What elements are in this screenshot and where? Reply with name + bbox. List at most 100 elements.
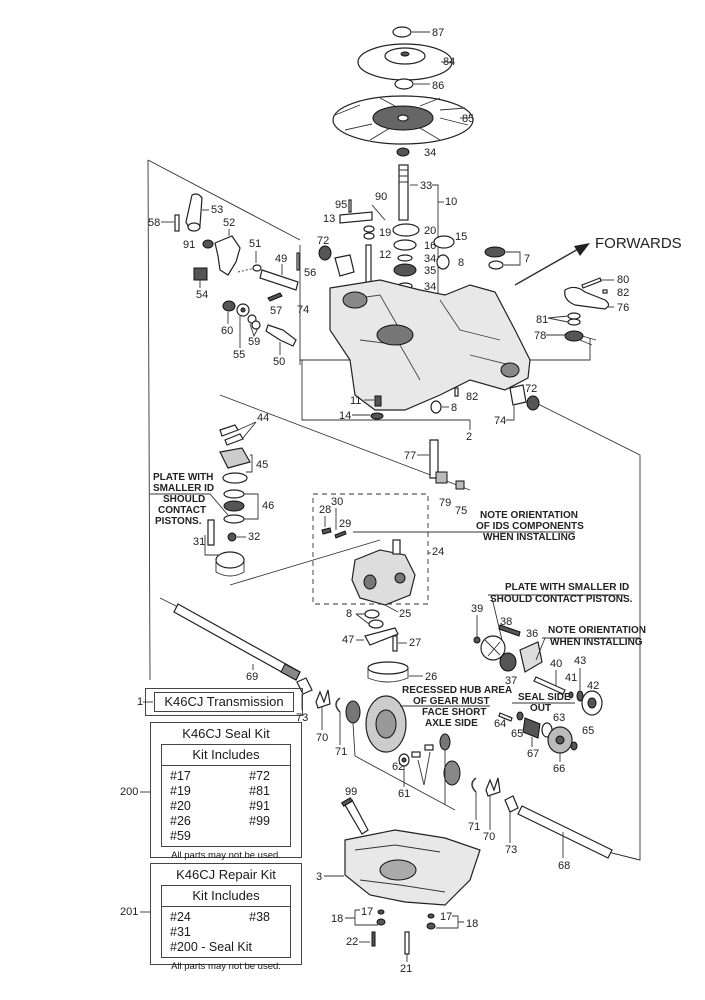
repair-kit-header: Kit Includes	[162, 886, 290, 907]
part-91-seal	[202, 239, 214, 249]
label-28: 28	[319, 504, 331, 516]
label-37: 37	[505, 675, 517, 687]
label-52: 52	[223, 217, 235, 229]
part-75-block	[455, 480, 465, 490]
label-91: 91	[183, 239, 195, 251]
note-plate-left-1: PLATE WITH	[153, 472, 213, 483]
part-45-swashplate	[219, 447, 251, 469]
label-66: 66	[553, 763, 565, 775]
note-orientation-right-2: WHEN INSTALLING	[550, 637, 643, 648]
control-arm-group: 80 82 76 81 78	[534, 274, 629, 346]
label-16: 16	[424, 240, 436, 252]
part-8-oring-low	[430, 400, 442, 414]
part-47-plate	[364, 627, 399, 646]
label-20: 20	[424, 225, 436, 237]
repair-kit-footer: All parts may not be used.	[171, 961, 281, 972]
part-15-plug	[433, 235, 455, 249]
label-45: 45	[256, 459, 268, 471]
label-18-left: 18	[331, 913, 343, 925]
part-82-pin	[602, 289, 608, 294]
input-shaft-stack: 33 10 20 16 34 35 34 95 90 13 19 12 15 8…	[323, 164, 530, 296]
seal-kit-item: #91	[249, 799, 270, 813]
part-85-fan	[332, 95, 474, 145]
kit-callouts: 1 200 201	[120, 696, 153, 918]
label-80: 80	[617, 274, 629, 286]
part-70-fork-left	[315, 689, 331, 709]
repair-kit-item: #200 - Seal Kit	[170, 940, 252, 954]
seal-kit-parts: #17#72 #19#81 #20#91 #26#99 #59	[162, 766, 290, 846]
part-2-housing	[329, 279, 531, 411]
note-seal-side-2: OUT	[530, 703, 551, 714]
part-70-fork-right	[485, 777, 501, 797]
seal-kit-item: #81	[249, 784, 270, 798]
part-64-pin	[498, 712, 513, 722]
part-17-washer-left	[377, 909, 385, 915]
label-72-right: 72	[525, 383, 537, 395]
seal-kit-item: #20	[170, 799, 191, 813]
label-87: 87	[432, 27, 444, 39]
part-7-breather	[484, 246, 506, 258]
note-hub-3: FACE SHORT	[422, 707, 486, 718]
note-plate-right-1: PLATE WITH SMALLER ID	[505, 582, 629, 593]
part-8-plugs	[364, 609, 380, 619]
label-55: 55	[233, 349, 245, 361]
label-71-left: 71	[335, 746, 347, 758]
label-61: 61	[398, 788, 410, 800]
seal-kit-header: Kit Includes	[162, 745, 290, 766]
part-35-bearing	[393, 263, 417, 277]
ids-group: 24 28 30 29 NOTE ORIENTATION OF IDS COMP…	[312, 439, 584, 683]
label-26: 26	[425, 671, 437, 683]
note-plate-left-2: SMALLER ID	[153, 483, 214, 494]
transmission-name: K46CJ Transmission	[154, 692, 294, 712]
label-2: 2	[466, 431, 472, 443]
label-24: 24	[432, 546, 444, 558]
part-95-pin	[348, 199, 352, 213]
note-plate-left-5: PISTONS.	[155, 516, 202, 527]
seal-kit-item: #19	[170, 784, 191, 798]
part-52-arm	[214, 235, 241, 276]
part-49-shaft	[259, 269, 299, 291]
side-gear-right	[443, 760, 461, 786]
part-46-bearing	[223, 500, 245, 512]
part-41-ring	[568, 691, 574, 699]
repair-kit-item: #24	[170, 910, 191, 924]
seal-kit-item	[226, 829, 282, 844]
label-53: 53	[211, 204, 223, 216]
part-17-washer-right	[427, 913, 435, 919]
part-43-seal	[576, 690, 584, 702]
label-64: 64	[494, 718, 506, 730]
label-38: 38	[500, 616, 512, 628]
label-74-right: 74	[494, 415, 506, 427]
part-13-bracket	[339, 211, 373, 224]
label-32: 32	[248, 531, 260, 543]
part-27-screw	[392, 635, 398, 652]
part-11-spring	[374, 395, 382, 407]
seal-kit-item: #59	[170, 829, 191, 843]
pinion-pin-1	[411, 751, 421, 758]
label-86: 86	[432, 80, 444, 92]
label-79: 79	[439, 497, 451, 509]
pump-group-left: 44 45 46 PLATE WITH SMALLER ID SHOULD CO…	[150, 412, 274, 577]
part-82-pin-low	[454, 387, 459, 397]
label-201: 201	[120, 906, 138, 918]
part-28-spring	[321, 527, 332, 535]
label-21: 21	[400, 963, 412, 975]
label-13: 13	[323, 213, 335, 225]
note-hub-4: AXLE SIDE	[425, 718, 478, 729]
seal-kit-item: #99	[249, 814, 270, 828]
part-38-spring	[498, 624, 521, 637]
label-40: 40	[550, 658, 562, 670]
label-85: 85	[462, 113, 474, 125]
label-22: 22	[346, 936, 358, 948]
label-70-right: 70	[483, 831, 495, 843]
label-69: 69	[246, 671, 258, 683]
label-11: 11	[350, 395, 361, 407]
part-40-shaft	[533, 676, 566, 695]
label-19: 19	[379, 227, 391, 239]
pinion-pin-2	[424, 744, 434, 751]
label-63: 63	[553, 712, 565, 724]
forwards-indicator: FORWARDS	[514, 235, 682, 286]
seal-kit-box: K46CJ Seal Kit Kit Includes #17#72 #19#8…	[150, 722, 302, 861]
label-29: 29	[339, 518, 351, 530]
label-17-left: 17	[361, 906, 373, 918]
